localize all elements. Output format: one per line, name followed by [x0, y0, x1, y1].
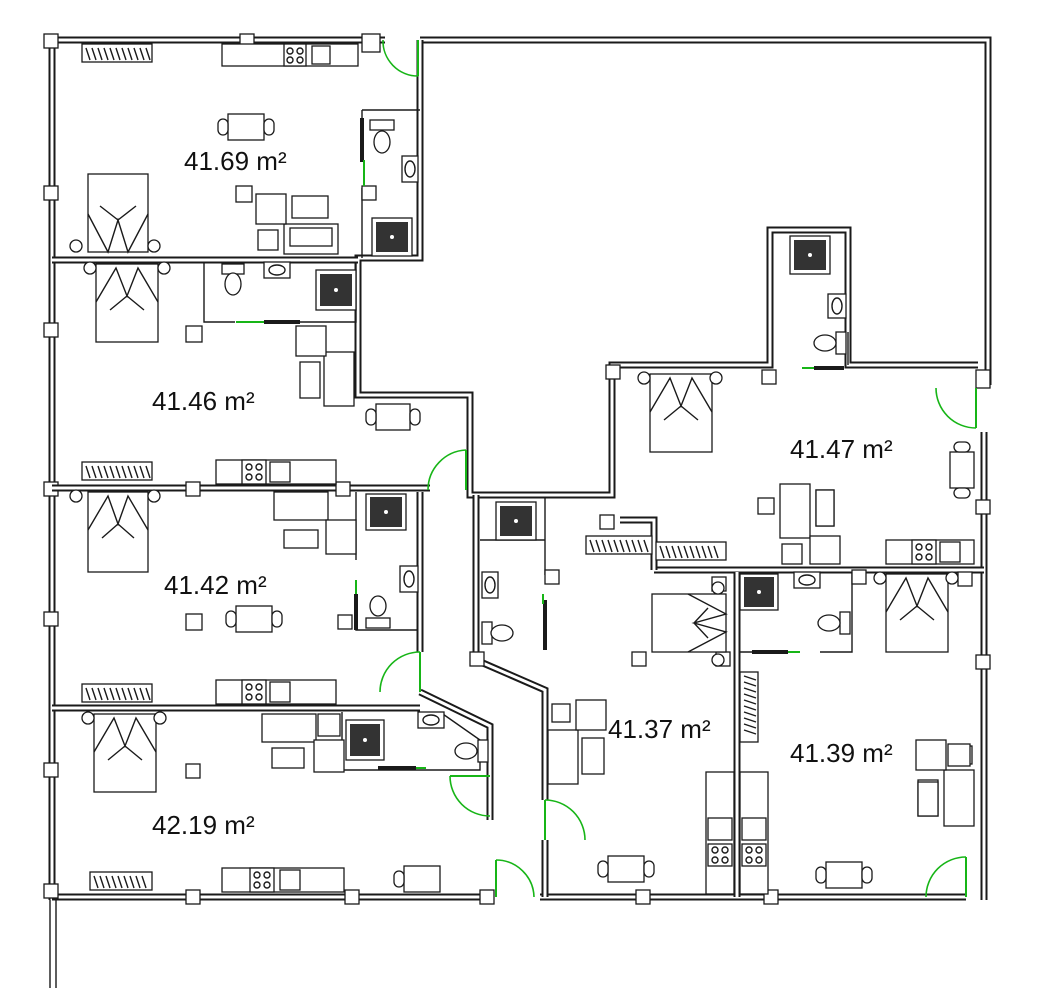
stove-icon: [221, 867, 345, 893]
door-swing-icon: [925, 856, 967, 898]
dining-table-icon: [815, 861, 873, 889]
sofa-icon: [547, 699, 607, 785]
stove-icon: [221, 43, 359, 67]
wardrobe-icon: [81, 683, 153, 703]
bed-icon: [873, 571, 959, 653]
area-label-unit-2: 41.46 m²: [152, 386, 255, 416]
kitchens: [215, 43, 975, 895]
sink-icon: [481, 571, 499, 599]
dining-table-icon: [597, 855, 655, 883]
sink-icon: [827, 293, 847, 319]
wardrobe-icon: [81, 43, 153, 63]
toilet-icon: [813, 331, 847, 355]
dining-tables: [185, 113, 975, 893]
dining-table-icon: [365, 403, 421, 431]
sofa-icon: [273, 491, 357, 555]
shower-icon: [345, 719, 385, 761]
wardrobe-icon: [89, 871, 153, 891]
dining-table-icon: [217, 113, 275, 141]
toilet-icon: [365, 595, 391, 629]
dining-table-icon: [185, 605, 283, 633]
doors: [236, 39, 977, 898]
area-label-unit-5: 41.47 m²: [790, 434, 893, 464]
stove-icon: [215, 459, 337, 485]
toilet-icon: [369, 119, 395, 154]
sink-icon: [401, 155, 419, 183]
seating: [185, 185, 975, 827]
area-label-unit-1: 41.69 m²: [184, 146, 287, 176]
wardrobe-icon: [585, 535, 653, 555]
door-swing-icon: [449, 775, 491, 817]
bed-icon: [81, 711, 167, 793]
area-label-unit-6: 41.37 m²: [608, 714, 711, 744]
outer-walls: [43, 33, 992, 988]
partition-bars: [264, 118, 844, 770]
stove-icon: [705, 771, 735, 895]
toilet-icon: [817, 611, 851, 635]
toilet-icon: [221, 263, 245, 296]
interior-walls: [52, 109, 984, 897]
shower-icon: [315, 269, 357, 311]
toilet-icon: [481, 621, 514, 645]
bed-icon: [69, 489, 161, 573]
sofa-icon: [235, 185, 339, 255]
sink-icon: [263, 261, 291, 279]
door-swing-icon: [935, 387, 977, 429]
door-swing-icon: [495, 859, 535, 898]
beds: [69, 173, 959, 793]
bed-icon: [83, 261, 171, 343]
sink-icon: [793, 571, 821, 589]
stove-icon: [215, 679, 337, 705]
door-swing-icon: [427, 449, 467, 491]
door-swing-icon: [544, 799, 586, 841]
door-swing-icon: [379, 651, 421, 693]
wardrobe-icon: [655, 541, 727, 561]
bed-icon: [637, 371, 723, 453]
shower-icon: [495, 501, 537, 541]
sofa-icon: [261, 713, 345, 773]
wardrobe-icon: [81, 461, 153, 481]
stove-icon: [739, 771, 769, 895]
dining-table-icon: [185, 763, 441, 893]
wardrobe-icon: [739, 671, 759, 743]
sofa-icon: [185, 325, 355, 407]
sink-icon: [417, 711, 445, 729]
shower-icon: [739, 573, 779, 611]
sink-icon: [399, 565, 419, 593]
area-label-unit-7: 41.39 m²: [790, 738, 893, 768]
wardrobes: [81, 43, 759, 891]
bathrooms: [221, 119, 851, 763]
dining-table-icon: [949, 441, 975, 499]
area-label-unit-3: 41.42 m²: [164, 570, 267, 600]
bed-icon: [651, 581, 728, 667]
toilet-icon: [454, 739, 489, 763]
area-label-unit-4: 42.19 m²: [152, 810, 255, 840]
bed-icon: [69, 173, 161, 254]
stove-icon: [885, 539, 975, 565]
door-swing-icon: [382, 39, 419, 77]
misc-furniture: [815, 489, 971, 817]
shower-icon: [365, 493, 407, 531]
shower-icon: [371, 217, 413, 257]
shower-icon: [789, 235, 831, 275]
